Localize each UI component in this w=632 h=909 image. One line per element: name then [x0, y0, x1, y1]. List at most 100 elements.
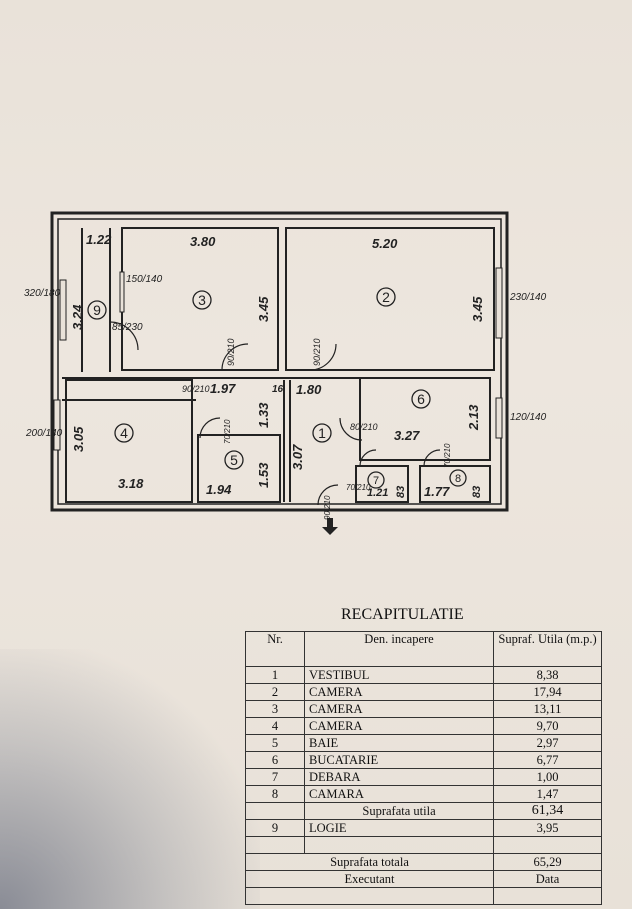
- useful-area-value: 61,34: [493, 802, 602, 820]
- table-row: 2 CAMERA 17,94: [245, 683, 602, 701]
- dim-3-24: 3.24: [70, 304, 85, 330]
- room-7-number: 7: [373, 475, 379, 487]
- useful-area-label: Suprafata utila: [304, 802, 494, 820]
- dim-5-20: 5.20: [372, 236, 398, 251]
- row-name: CAMERA: [304, 683, 494, 701]
- room-9-number: 9: [93, 302, 101, 318]
- entry-arrow-icon: [322, 518, 338, 535]
- dim-1-77: 1.77: [424, 484, 450, 499]
- dim-2-13: 2.13: [466, 404, 481, 431]
- row-name: VESTIBUL: [304, 666, 494, 684]
- total-area-value: 65,29: [493, 853, 602, 871]
- blank-row: [245, 887, 602, 905]
- row-area: 6,77: [493, 751, 602, 769]
- door-label-3: 90/210: [226, 338, 236, 366]
- room-6-number: 6: [417, 391, 425, 407]
- header-area: Supraf. Utila (m.p.): [493, 631, 602, 667]
- room-4-number: 4: [120, 425, 128, 441]
- row-area: 2,97: [493, 734, 602, 752]
- room-8-number: 8: [455, 473, 461, 485]
- door-label-hall: 90/210: [182, 384, 210, 394]
- signature-row: Executant Data: [245, 870, 602, 888]
- door-label-6: 80/210: [350, 422, 378, 432]
- row-area: 13,11: [493, 700, 602, 718]
- table-row: 9 LOGIE 3,95: [245, 819, 602, 837]
- room-1-number: 1: [318, 425, 326, 441]
- row-nr: 6: [245, 751, 305, 769]
- blank-row: [245, 836, 602, 854]
- dim-16: 16: [272, 384, 284, 395]
- door-label-5: 70/210: [223, 419, 232, 444]
- dim-3-80: 3.80: [190, 234, 216, 249]
- dim-3-27: 3.27: [394, 428, 420, 443]
- door-label-9: 85/230: [112, 322, 143, 333]
- header-name: Den. incapere: [304, 631, 494, 667]
- row-area: 3,95: [493, 819, 602, 837]
- table-row: 5 BAIE 2,97: [245, 734, 602, 752]
- row-name: LOGIE: [304, 819, 494, 837]
- row-name: DEBARA: [304, 768, 494, 786]
- recap-title: RECAPITULATIE: [341, 606, 464, 623]
- room-3-number: 3: [198, 292, 206, 308]
- dim-1-33: 1.33: [256, 402, 271, 428]
- row-area: 8,38: [493, 666, 602, 684]
- row-nr: 1: [245, 666, 305, 684]
- window-label-3: 150/140: [126, 274, 163, 285]
- table-row: 3 CAMERA 13,11: [245, 700, 602, 718]
- dim-1-94: 1.94: [206, 482, 232, 497]
- floor-plan: 9 3 2 4 5 1 6 7 8 1.22 3.80 5.20 1.97 16…: [24, 211, 547, 535]
- total-area-label: Suprafata totala: [245, 853, 494, 871]
- window-label-4: 200/140: [25, 428, 63, 439]
- row-nr: 4: [245, 717, 305, 735]
- window-label-6: 120/140: [510, 412, 547, 423]
- row-nr: 7: [245, 768, 305, 786]
- row-nr: 5: [245, 734, 305, 752]
- executant-label: Executant: [245, 870, 494, 888]
- dim-1-21: 1.21: [367, 487, 388, 499]
- dim-83-camara: 83: [471, 486, 483, 498]
- header-nr: Nr.: [245, 631, 305, 667]
- total-area-row: Suprafata totala 65,29: [245, 853, 602, 871]
- window-label-9: 320/180: [24, 288, 61, 299]
- row-name: CAMERA: [304, 700, 494, 718]
- table-row: 7 DEBARA 1,00: [245, 768, 602, 786]
- row-nr: 9: [245, 819, 305, 837]
- room-5-number: 5: [230, 452, 238, 468]
- useful-area-row: Suprafata utila 61,34: [245, 802, 602, 820]
- shadow-overlay: [0, 649, 260, 909]
- recap-table: Nr. Den. incapere Supraf. Utila (m.p.) 1…: [245, 631, 602, 905]
- row-area: 17,94: [493, 683, 602, 701]
- table-row: 4 CAMERA 9,70: [245, 717, 602, 735]
- door-label-2: 90/210: [312, 338, 322, 366]
- door-label-7: 70/210: [346, 483, 371, 492]
- dim-1-97: 1.97: [210, 381, 236, 396]
- row-nr: 3: [245, 700, 305, 718]
- door-label-8: 70/210: [443, 443, 452, 468]
- window-label-2: 230/140: [509, 292, 547, 303]
- outer-wall: [50, 211, 509, 512]
- table-row: 8 CAMARA 1,47: [245, 785, 602, 803]
- dim-83-debara: 83: [395, 486, 407, 498]
- dim-3-05: 3.05: [71, 426, 86, 452]
- table-row: 6 BUCATARIE 6,77: [245, 751, 602, 769]
- row-name: BAIE: [304, 734, 494, 752]
- room-2-number: 2: [382, 289, 390, 305]
- dim-3-18: 3.18: [118, 476, 144, 491]
- dim-1-53: 1.53: [256, 462, 271, 488]
- dim-1-22: 1.22: [86, 232, 112, 247]
- dim-3-07: 3.07: [290, 444, 305, 470]
- door-label-entry: 90/210: [323, 495, 332, 520]
- table-header-row: Nr. Den. incapere Supraf. Utila (m.p.): [245, 631, 602, 667]
- row-name: CAMERA: [304, 717, 494, 735]
- row-name: BUCATARIE: [304, 751, 494, 769]
- row-area: 9,70: [493, 717, 602, 735]
- row-name: CAMARA: [304, 785, 494, 803]
- row-nr: 8: [245, 785, 305, 803]
- row-area: 1,00: [493, 768, 602, 786]
- dim-3-45-room3: 3.45: [256, 296, 271, 322]
- table-row: 1 VESTIBUL 8,38: [245, 666, 602, 684]
- row-nr: 2: [245, 683, 305, 701]
- dim-1-80: 1.80: [296, 382, 322, 397]
- data-label: Data: [493, 870, 602, 888]
- row-area: 1,47: [493, 785, 602, 803]
